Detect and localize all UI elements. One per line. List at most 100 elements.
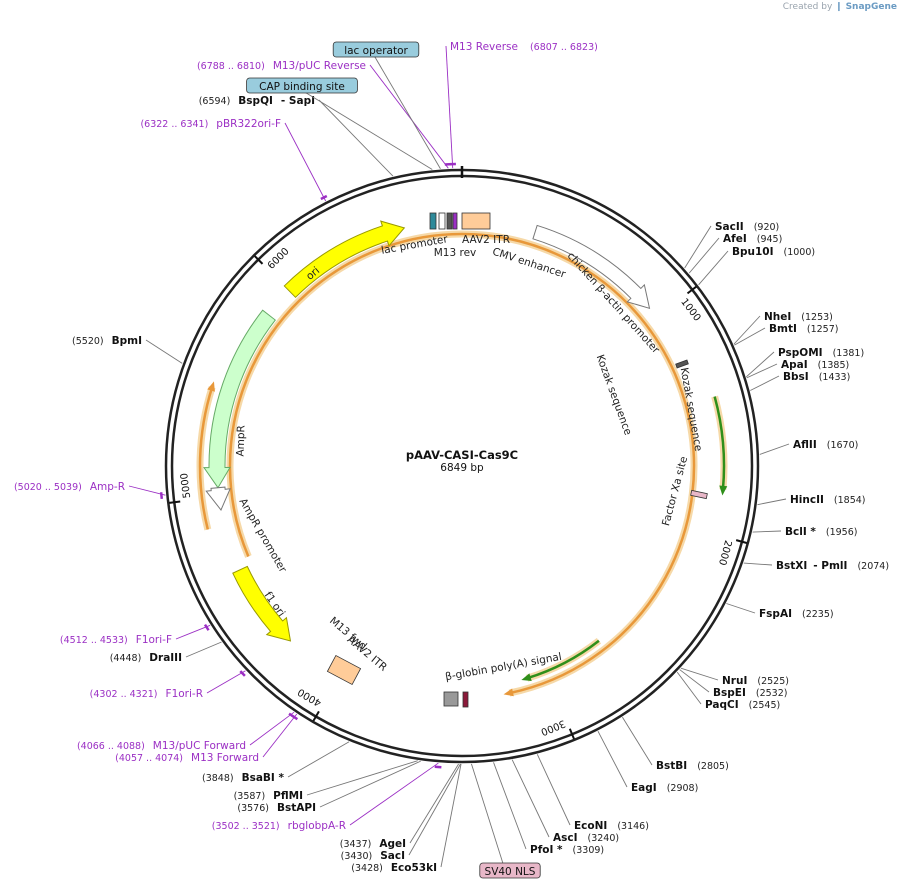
- site-name: BpmI: [112, 335, 142, 347]
- restriction-site-label[interactable]: BmtI(1257): [769, 323, 838, 335]
- site-pos: (1670): [827, 440, 859, 451]
- site-pos: (3309): [573, 845, 605, 856]
- primer-label[interactable]: (6322 .. 6341)pBR322ori-F: [140, 118, 281, 130]
- primer-label[interactable]: (5020 .. 5039)Amp-R: [14, 481, 125, 493]
- site-name: EcoNI: [574, 820, 607, 832]
- restriction-site-label[interactable]: BclI *(1956): [785, 526, 857, 538]
- restriction-site-label[interactable]: (6594)BspQI- SapI: [199, 95, 315, 107]
- tick-mark: [568, 728, 575, 740]
- primer-name: M13/pUC Reverse: [273, 60, 366, 72]
- plasmid-backbone: [164, 166, 760, 764]
- site-name: FspAI: [759, 608, 792, 620]
- restriction-site-label[interactable]: AfeI(945): [723, 233, 782, 245]
- site-name: Eco53kI: [391, 862, 437, 874]
- site-pos: (3576): [237, 803, 269, 814]
- boxed-feature-label[interactable]: lac operator: [344, 45, 408, 57]
- restriction-site-label[interactable]: SacII(920): [715, 221, 779, 233]
- primer-label[interactable]: (3502 .. 3521)rbglobpA-R: [212, 820, 346, 832]
- restriction-site-label[interactable]: (3848)BsaBI *: [202, 772, 284, 784]
- restriction-site-label[interactable]: PaqCI(2545): [705, 699, 780, 711]
- leader-line: [676, 671, 702, 705]
- primer-label[interactable]: M13 Reverse(6807 .. 6823): [450, 41, 598, 53]
- restriction-site-label[interactable]: ApaI(1385): [781, 359, 849, 371]
- restriction-site-label[interactable]: (4448)DraIII: [110, 652, 182, 664]
- restriction-site-label[interactable]: BstBI(2805): [656, 760, 729, 772]
- leader-line: [733, 315, 761, 345]
- restriction-site-label[interactable]: (3430)SacI: [341, 850, 405, 862]
- restriction-site-label[interactable]: EcoNI (3146): [574, 820, 649, 832]
- restriction-site-label[interactable]: HincII(1854): [790, 494, 866, 506]
- site-pos: (3428): [351, 863, 383, 874]
- site-pos: (2525): [757, 676, 789, 687]
- restriction-site-label[interactable]: Bpu10I(1000): [732, 246, 815, 258]
- site-pos: (1385): [818, 360, 850, 371]
- site-name: AflII: [793, 439, 817, 451]
- restriction-site-label[interactable]: NheI(1253): [764, 311, 833, 323]
- restriction-site-label[interactable]: BbsI(1433): [783, 371, 850, 383]
- restriction-site-label[interactable]: (3576)BstAPI: [237, 802, 316, 814]
- site-pos: (3437): [340, 839, 372, 850]
- boxed-feature-label[interactable]: SV40 NLS: [485, 866, 536, 878]
- restriction-site-label[interactable]: (3587)PflMI: [234, 790, 303, 802]
- feature-arc: [228, 232, 696, 695]
- restriction-site-label[interactable]: AflII (1670): [793, 439, 858, 451]
- site-name: BspEI: [713, 687, 746, 699]
- site-name: BmtI: [769, 323, 797, 335]
- primer-name: M13 Forward: [191, 752, 259, 764]
- feature-box: [462, 691, 469, 708]
- restriction-site-label[interactable]: (3428) Eco53kI: [351, 862, 437, 874]
- feature-arrow: [283, 220, 406, 299]
- site-pos: (2532): [756, 688, 788, 699]
- site-pos: (3146): [617, 821, 649, 832]
- site-pos: (1956): [826, 527, 858, 538]
- restriction-site-label[interactable]: BspEI (2532): [713, 687, 787, 699]
- leader-line: [306, 760, 418, 796]
- site-name: PspOMI: [778, 347, 823, 359]
- restriction-site-label[interactable]: (5520)BpmI: [72, 335, 142, 347]
- primer-pos: (5020 .. 5039): [14, 482, 82, 493]
- leader-line: [679, 669, 710, 693]
- feature-label: Kozak sequence: [678, 367, 705, 453]
- site-pos: (3430): [341, 851, 373, 862]
- primer-label[interactable]: (4512 .. 4533)F1ori-F: [60, 634, 172, 646]
- site-name: PaqCI: [705, 699, 739, 711]
- restriction-site-label[interactable]: EagI(2908): [631, 782, 698, 794]
- primer-label[interactable]: (6788 .. 6810)M13/pUC Reverse: [197, 60, 366, 72]
- feature-box: [675, 359, 689, 369]
- tick-label: 4000: [296, 686, 324, 708]
- boxed-feature-label[interactable]: CAP binding site: [259, 81, 345, 93]
- leader-line: [597, 730, 628, 788]
- primer-label[interactable]: (4057 .. 4074)M13 Forward: [115, 752, 259, 764]
- restriction-site-label[interactable]: (3437)AgeI: [340, 838, 406, 850]
- site-pos: (1433): [819, 372, 851, 383]
- feature-box: [452, 212, 458, 230]
- feature-label: M13 rev: [434, 247, 477, 259]
- restriction-site-label[interactable]: PfoI *(3309): [530, 844, 604, 856]
- primer-label[interactable]: (4066 .. 4088)M13/pUC Forward: [77, 740, 246, 752]
- feature-arc-head: [207, 381, 215, 392]
- site-name: SacII: [715, 221, 744, 233]
- feature-arc-head: [521, 673, 532, 682]
- primer-marker: [320, 194, 328, 201]
- restriction-site-label[interactable]: FspAI(2235): [759, 608, 834, 620]
- leader-line: [743, 562, 773, 566]
- restriction-site-label[interactable]: NruI (2525): [722, 675, 789, 687]
- leader-line: [746, 363, 778, 379]
- leader-line: [349, 762, 439, 826]
- leader-line: [752, 530, 782, 533]
- leader-line: [440, 763, 462, 868]
- feature-label: Kozak sequence: [594, 353, 634, 437]
- primer-pos: (4302 .. 4321): [90, 689, 158, 700]
- primer-label[interactable]: (4302 .. 4321)F1ori-R: [90, 688, 203, 700]
- feature-label: AAV2 ITR: [462, 234, 510, 246]
- restriction-site-label[interactable]: PspOMI(1381): [778, 347, 864, 359]
- primer-pos: (6807 .. 6823): [530, 42, 598, 53]
- snapgene-credit: Created by ❙ SnapGene: [783, 2, 897, 12]
- restriction-site-label[interactable]: AscI(3240): [553, 832, 619, 844]
- site-name: DraIII: [149, 652, 182, 664]
- primer-pos: (4066 .. 4088): [77, 741, 145, 752]
- restriction-site-label[interactable]: BstXI- PmlI(2074): [776, 560, 889, 572]
- site-name: AscI: [553, 832, 578, 844]
- site-name: NruI: [722, 675, 747, 687]
